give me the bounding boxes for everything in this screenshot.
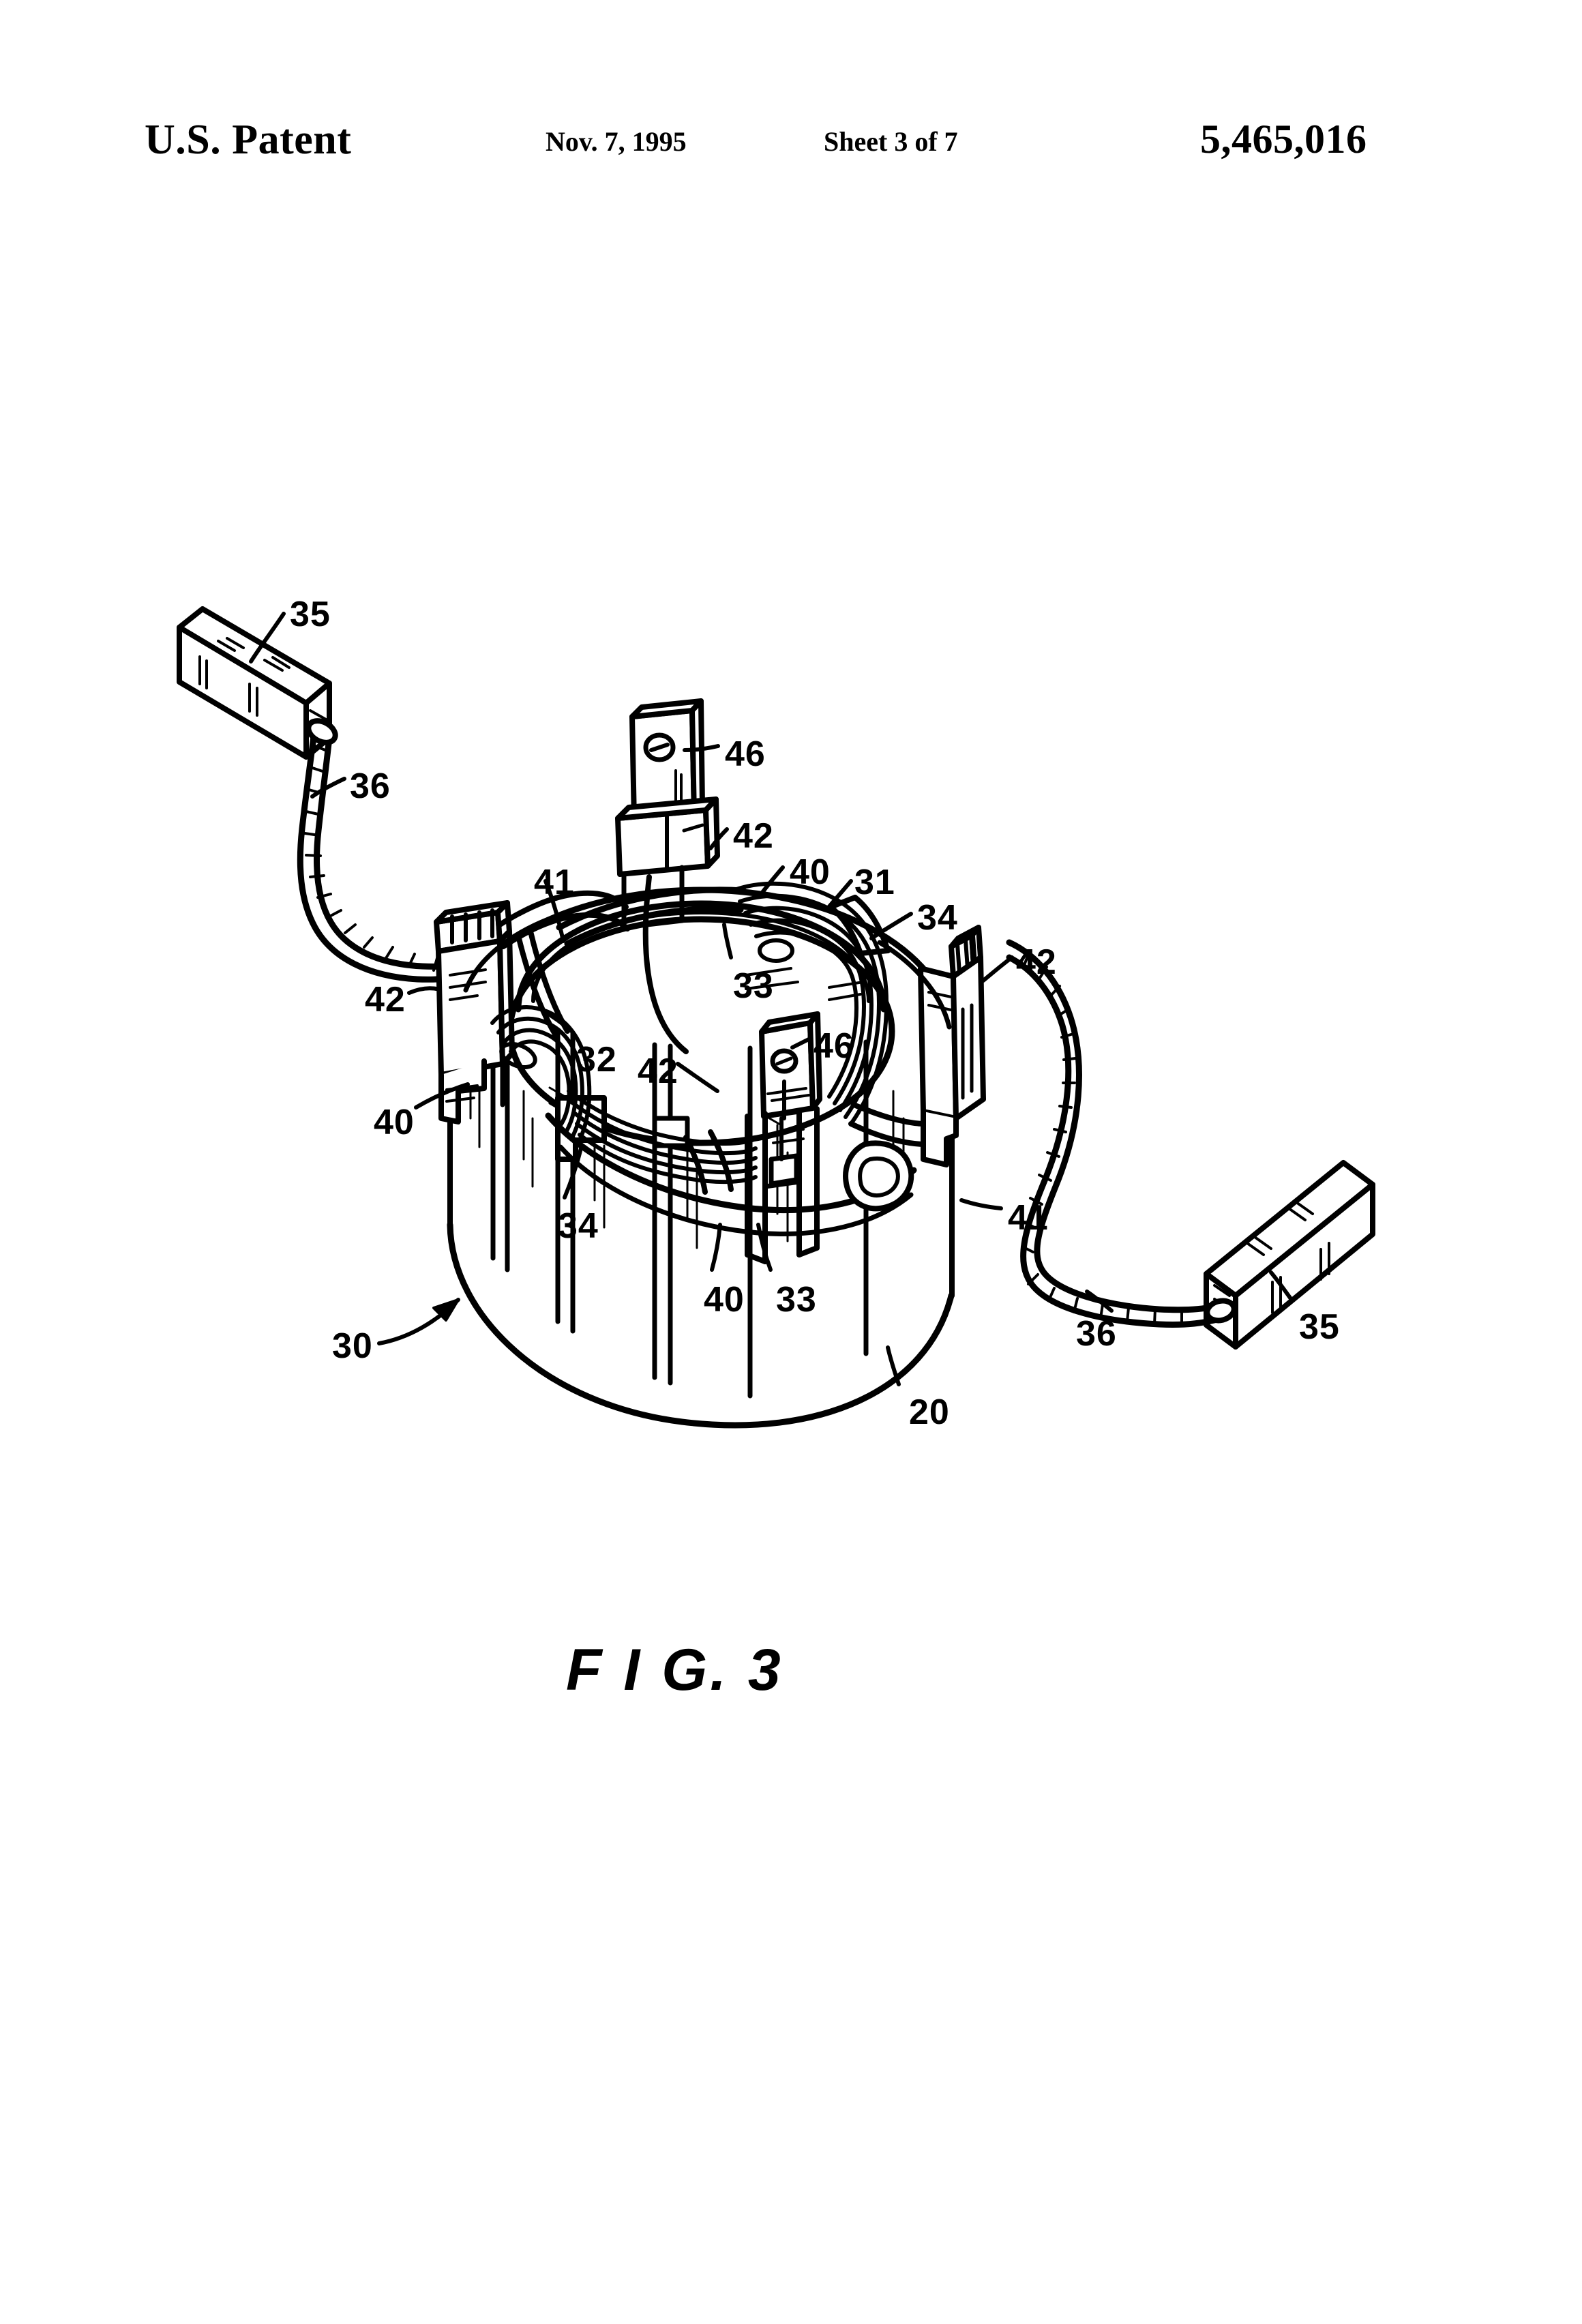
- ref-41-right: 41: [1008, 1198, 1049, 1238]
- ref-33-bot: 33: [776, 1280, 817, 1320]
- connector-block-right: [918, 925, 986, 1167]
- ref-41-left: 41: [534, 863, 575, 902]
- connector-block-left: [434, 900, 515, 1124]
- ref-42-left: 42: [365, 980, 406, 1019]
- ref-32-mid: 32: [576, 1040, 617, 1079]
- ref-40-top: 40: [790, 852, 831, 892]
- ref-42-mid: 42: [638, 1052, 678, 1091]
- stator-core: [447, 887, 955, 1429]
- ref-36-upper: 36: [350, 766, 391, 806]
- ref-46-top: 46: [725, 734, 766, 774]
- brush-block-lower-right: [1204, 1160, 1375, 1350]
- sheet-indicator: Sheet 3 of 7: [824, 126, 958, 157]
- patent-header: U.S. Patent Nov. 7, 1995 Sheet 3 of 7 5,…: [0, 116, 1582, 191]
- patent-date: Nov. 7, 1995: [546, 126, 687, 157]
- ref-34-lower: 34: [558, 1206, 599, 1246]
- patent-office-label: U.S. Patent: [145, 117, 352, 163]
- core-top-edge: [463, 917, 952, 1030]
- ref-34-right: 34: [917, 898, 958, 938]
- coil-winding-front: [545, 1089, 917, 1236]
- patent-number: 5,465,016: [1200, 117, 1367, 162]
- ref-40-bot: 40: [704, 1280, 745, 1320]
- ref-35-upper: 35: [290, 595, 331, 634]
- ref-31-top: 31: [854, 863, 895, 902]
- leader-lines: [249, 612, 1294, 1386]
- lead-conductor-center: [642, 874, 689, 1054]
- lead-wire-lower-right: [1006, 939, 1237, 1328]
- ref-20: 20: [909, 1392, 950, 1432]
- ref-40-left: 40: [374, 1103, 415, 1142]
- ref-30: 30: [332, 1326, 373, 1366]
- ref-42-top: 42: [733, 816, 774, 856]
- ref-42-right: 42: [1016, 942, 1057, 982]
- lead-conductor-right: [843, 1102, 925, 1212]
- figure-caption: F I G. 3: [566, 1637, 783, 1703]
- ref-35-lower: 35: [1299, 1307, 1340, 1347]
- bore-shading: [745, 938, 865, 1001]
- ref-46-mid: 46: [814, 1026, 854, 1066]
- terminal-tab-top: [615, 698, 720, 930]
- ref-36-lower: 36: [1076, 1314, 1117, 1354]
- ref-33-mid: 33: [733, 966, 774, 1006]
